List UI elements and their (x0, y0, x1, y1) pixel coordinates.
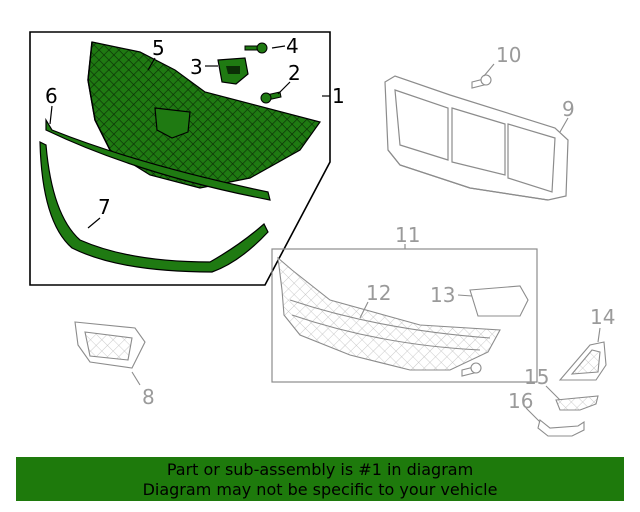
callout-2[interactable]: 2 (288, 61, 301, 85)
bracket-part-3[interactable] (217, 57, 249, 85)
callout-3[interactable]: 3 (190, 55, 203, 79)
fog-bezel-part-14[interactable] (558, 341, 607, 381)
callout-4[interactable]: 4 (286, 34, 299, 58)
radiator-frame-part-9[interactable] (384, 75, 569, 201)
banner-line-2: Diagram may not be specific to your vehi… (142, 480, 498, 499)
callout-10[interactable]: 10 (496, 43, 521, 67)
trim-part-16[interactable] (537, 419, 585, 437)
callout-5[interactable]: 5 (152, 36, 165, 60)
screw-part-2[interactable] (260, 91, 282, 104)
bolt-lower (461, 362, 482, 377)
callout-16[interactable]: 16 (508, 389, 533, 413)
bolt-part-10[interactable] (471, 74, 492, 89)
lower-grille-part-12[interactable] (277, 256, 501, 371)
cover-part-13[interactable] (469, 285, 529, 317)
grey-leader-lines (131, 63, 601, 423)
screw-part-4[interactable] (244, 42, 268, 54)
callout-13[interactable]: 13 (430, 283, 455, 307)
callout-9[interactable]: 9 (562, 97, 575, 121)
parts-diagram: 1 2 3 4 5 6 7 8 9 10 11 12 13 14 15 16 (29, 31, 615, 437)
dark-leader-lines (49, 45, 291, 229)
callout-15[interactable]: 15 (524, 365, 549, 389)
lower-trim-bar-part-7[interactable] (39, 141, 269, 273)
banner-line-1: Part or sub-assembly is #1 in diagram (166, 460, 474, 479)
callout-8[interactable]: 8 (142, 385, 155, 409)
callout-6[interactable]: 6 (45, 84, 58, 108)
info-banner: Part or sub-assembly is #1 in diagram Di… (16, 457, 624, 501)
trim-part-15[interactable] (555, 395, 599, 411)
grille-upper-mesh-part-5[interactable] (87, 41, 321, 189)
assembly-1-frame (29, 31, 331, 286)
side-grille-part-8[interactable] (74, 321, 146, 369)
upper-trim-strip-part-6[interactable] (45, 117, 271, 201)
callout-12[interactable]: 12 (366, 281, 391, 305)
callout-7[interactable]: 7 (98, 195, 111, 219)
callout-14[interactable]: 14 (590, 305, 615, 329)
callout-11[interactable]: 11 (395, 223, 420, 247)
callout-1[interactable]: 1 (332, 84, 345, 108)
